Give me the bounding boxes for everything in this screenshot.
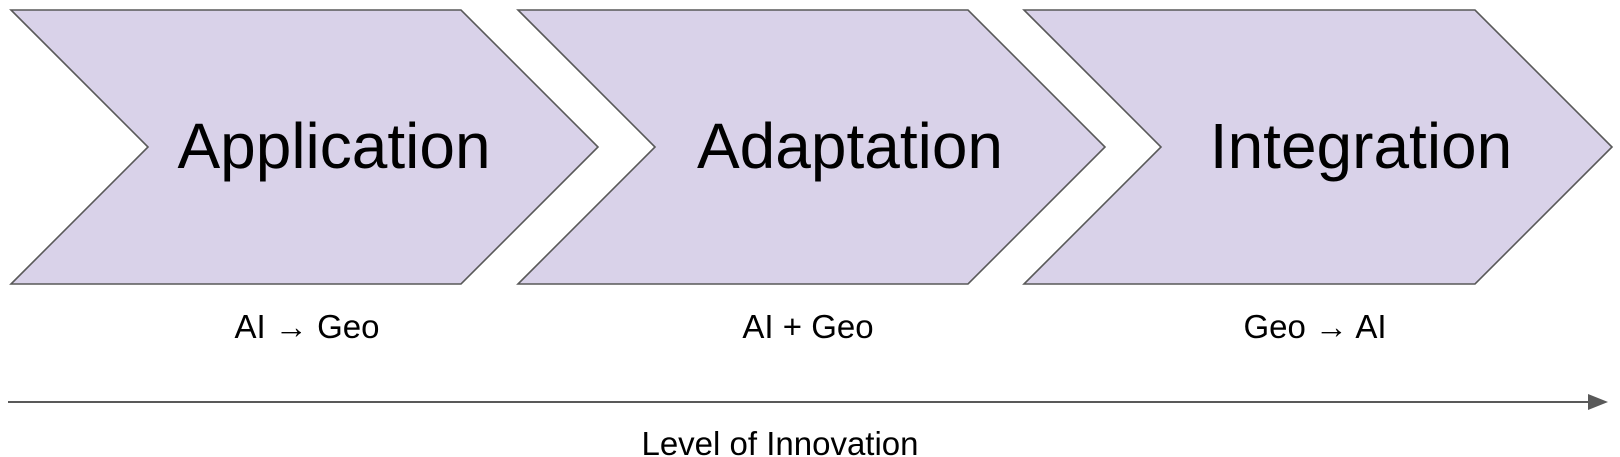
axis-label: Level of Innovation bbox=[641, 425, 918, 457]
stage-title-integration: Integration bbox=[1210, 110, 1512, 182]
stage-title-adaptation: Adaptation bbox=[697, 110, 1003, 182]
innovation-axis: Level of Innovation bbox=[8, 394, 1608, 457]
chevron-application bbox=[9, 9, 600, 285]
stage-subtitle-integration: Geo → AI bbox=[1243, 308, 1386, 345]
stage-subtitle-application: AI → Geo bbox=[235, 308, 380, 345]
axis-arrowhead-icon bbox=[1588, 394, 1608, 410]
stage-subtitle-adaptation: AI + Geo bbox=[742, 308, 873, 345]
chevron-adaptation bbox=[516, 9, 1107, 285]
stage-adaptation: Adaptation AI + Geo bbox=[516, 9, 1107, 345]
chevron-integration bbox=[1022, 9, 1614, 285]
stage-title-application: Application bbox=[177, 110, 490, 182]
stage-application: Application AI → Geo bbox=[9, 9, 600, 345]
stage-integration: Integration Geo → AI bbox=[1022, 9, 1614, 345]
